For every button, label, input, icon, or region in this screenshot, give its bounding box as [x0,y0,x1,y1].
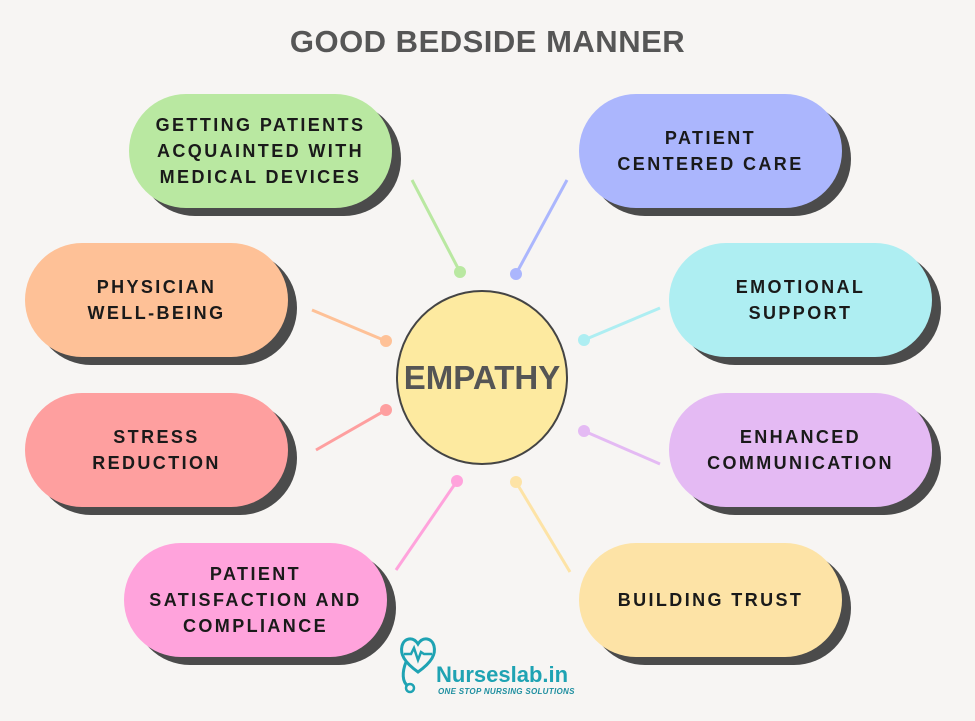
connector-emotional [578,306,661,346]
node-label: PHYSICIAN WELL-BEING [87,277,226,323]
connector-physician [311,308,392,347]
node-label: PATIENT SATISFACTION AND COMPLIANCE [149,564,362,636]
connector-trust [510,476,572,573]
connector-communication [578,425,661,466]
node-trust: BUILDING TRUST [579,543,851,665]
nurseslab-logo: Nurseslab.in ONE STOP NURSING SOLUTIONS [398,632,578,702]
connector-satisfaction [394,475,463,571]
node-label: BUILDING TRUST [617,590,804,610]
node-devices: GETTING PATIENTS ACQUAINTED WITH MEDICAL… [129,94,401,216]
node-communication: ENHANCED COMMUNICATION [669,393,941,515]
node-stress: STRESS REDUCTION [25,393,297,515]
logo-tagline: ONE STOP NURSING SOLUTIONS [438,687,575,696]
node-emotional: EMOTIONAL SUPPORT [669,243,941,365]
diagram-title: GOOD BEDSIDE MANNER [289,24,686,59]
node-label: PATIENT CENTERED CARE [617,128,804,174]
node-label: GETTING PATIENTS ACQUAINTED WITH MEDICAL… [155,115,366,187]
node-patient-centered: PATIENT CENTERED CARE [579,94,851,216]
connector-devices [410,179,466,278]
node-satisfaction: PATIENT SATISFACTION AND COMPLIANCE [124,543,396,665]
connector-stress [315,404,392,452]
node-label: EMOTIONAL SUPPORT [735,277,866,323]
node-physician: PHYSICIAN WELL-BEING [25,243,297,365]
node-label: STRESS REDUCTION [92,427,221,473]
heart-stethoscope-icon [400,637,436,694]
logo-name: Nurseslab.in [436,662,569,687]
connector-patient-centered [510,179,569,280]
node-label: ENHANCED COMMUNICATION [707,427,894,473]
center-label: EMPATHY [403,358,561,396]
center-node: EMPATHY [396,290,568,465]
